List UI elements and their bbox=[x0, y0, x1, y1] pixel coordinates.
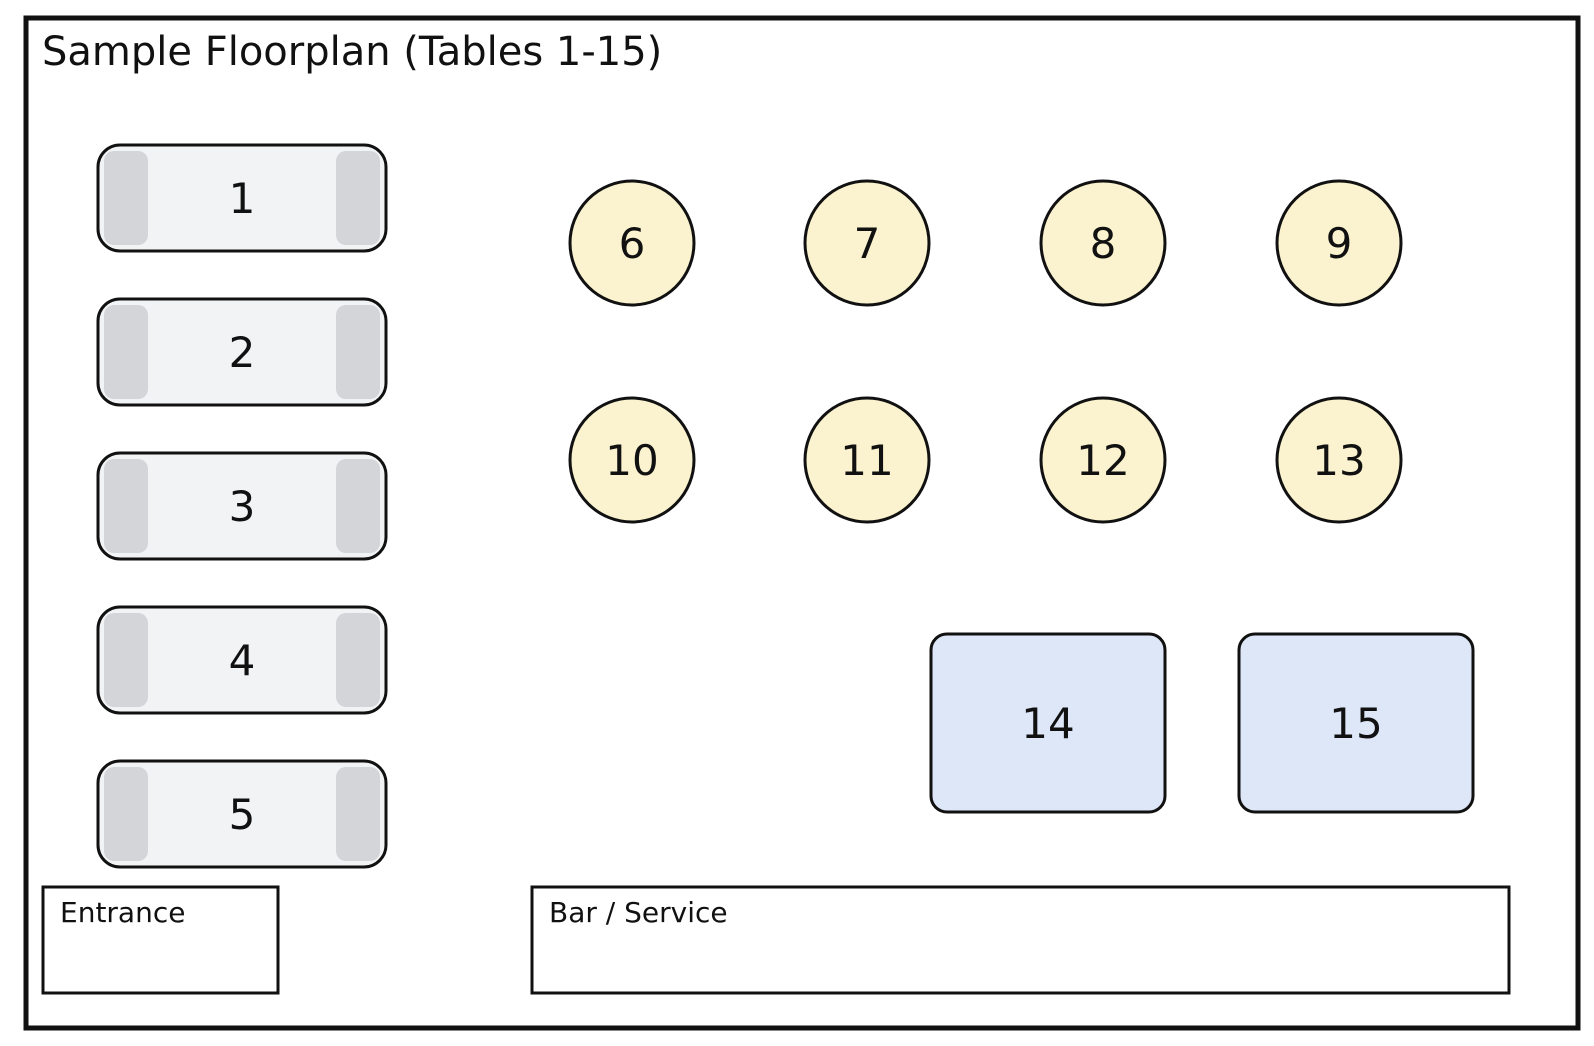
long-table-top bbox=[96, 759, 388, 869]
entrance-label: Entrance bbox=[60, 896, 185, 929]
table-label: 15 bbox=[1329, 699, 1382, 748]
table-label: 14 bbox=[1021, 699, 1074, 748]
table-label: 13 bbox=[1312, 436, 1365, 485]
long-table-top bbox=[96, 605, 388, 715]
table-label: 5 bbox=[229, 790, 256, 839]
long-table-seat-left bbox=[104, 459, 148, 553]
long-table-seat-left bbox=[104, 151, 148, 245]
round-table-top bbox=[1039, 396, 1167, 524]
bar-service-area[interactable]: Bar / Service bbox=[530, 885, 1511, 995]
table-label: 9 bbox=[1326, 219, 1353, 268]
round-table-top bbox=[1039, 179, 1167, 307]
bar-service-box bbox=[530, 885, 1511, 995]
round-table-7[interactable]: 7 bbox=[803, 179, 931, 307]
round-table-6[interactable]: 6 bbox=[568, 179, 696, 307]
table-label: 1 bbox=[229, 174, 256, 223]
long-table-seat-right bbox=[336, 459, 380, 553]
square-table-15[interactable]: 15 bbox=[1237, 632, 1475, 814]
round-table-10[interactable]: 10 bbox=[568, 396, 696, 524]
floorplan-title: Sample Floorplan (Tables 1-15) bbox=[42, 29, 662, 75]
table-label: 8 bbox=[1090, 219, 1117, 268]
table-label: 7 bbox=[854, 219, 881, 268]
round-table-top bbox=[568, 396, 696, 524]
square-table-top bbox=[929, 632, 1167, 814]
long-table-top bbox=[96, 297, 388, 407]
entrance-area[interactable]: Entrance bbox=[41, 885, 280, 995]
entrance-box bbox=[41, 885, 280, 995]
long-table-seat-right bbox=[336, 305, 380, 399]
round-tables-group: 6 7 8 9 10 11 12 13 bbox=[568, 179, 1403, 524]
long-table-3[interactable]: 3 bbox=[96, 451, 388, 561]
table-label: 2 bbox=[229, 328, 256, 377]
round-table-8[interactable]: 8 bbox=[1039, 179, 1167, 307]
round-table-top bbox=[568, 179, 696, 307]
round-table-13[interactable]: 13 bbox=[1275, 396, 1403, 524]
long-table-seat-right bbox=[336, 613, 380, 707]
round-table-top bbox=[803, 396, 931, 524]
table-label: 12 bbox=[1076, 436, 1129, 485]
square-table-14[interactable]: 14 bbox=[929, 632, 1167, 814]
square-tables-group: 14 15 bbox=[929, 632, 1475, 814]
table-label: 11 bbox=[840, 436, 893, 485]
long-table-seat-left bbox=[104, 613, 148, 707]
long-table-1[interactable]: 1 bbox=[96, 143, 388, 253]
long-table-4[interactable]: 4 bbox=[96, 605, 388, 715]
long-table-5[interactable]: 5 bbox=[96, 759, 388, 869]
table-label: 10 bbox=[605, 436, 658, 485]
round-table-top bbox=[1275, 396, 1403, 524]
table-label: 3 bbox=[229, 482, 256, 531]
long-tables-group: 1 2 3 4 5 bbox=[96, 143, 388, 869]
long-table-top bbox=[96, 451, 388, 561]
long-table-top bbox=[96, 143, 388, 253]
square-table-top bbox=[1237, 632, 1475, 814]
round-table-11[interactable]: 11 bbox=[803, 396, 931, 524]
long-table-seat-right bbox=[336, 767, 380, 861]
table-label: 6 bbox=[619, 219, 646, 268]
round-table-top bbox=[1275, 179, 1403, 307]
bar-service-label: Bar / Service bbox=[549, 896, 728, 929]
long-table-2[interactable]: 2 bbox=[96, 297, 388, 407]
round-table-12[interactable]: 12 bbox=[1039, 396, 1167, 524]
long-table-seat-left bbox=[104, 305, 148, 399]
long-table-seat-right bbox=[336, 151, 380, 245]
long-table-seat-left bbox=[104, 767, 148, 861]
table-label: 4 bbox=[229, 636, 256, 685]
round-table-top bbox=[803, 179, 931, 307]
round-table-9[interactable]: 9 bbox=[1275, 179, 1403, 307]
